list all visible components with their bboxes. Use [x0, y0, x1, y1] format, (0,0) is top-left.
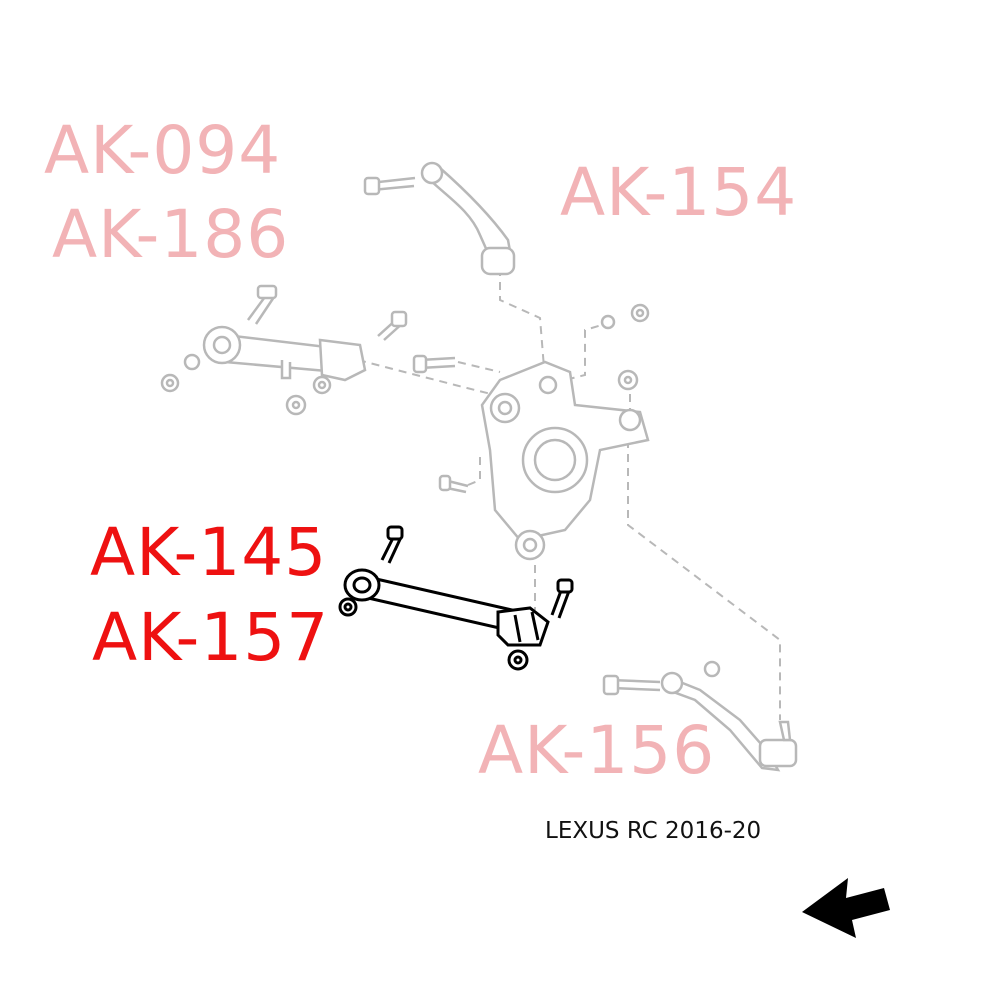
part-label-ak-145: AK-145 — [90, 514, 328, 591]
upper-control-arm — [363, 161, 516, 276]
lower-front-arm — [602, 660, 798, 772]
knuckle — [480, 360, 650, 561]
part-label-ak-094: AK-094 — [44, 112, 282, 189]
vehicle-model-label: LEXUS RC 2016-20 — [545, 818, 762, 844]
leader-lines — [357, 268, 781, 720]
arrow-left-down-icon — [802, 878, 890, 938]
upper-rear-arm — [202, 284, 408, 382]
hardware-nuts — [160, 303, 650, 494]
lower-rear-link-highlight — [338, 525, 574, 671]
part-label-ak-157: AK-157 — [92, 599, 330, 676]
part-label-ak-154: AK-154 — [560, 154, 798, 231]
part-label-ak-186: AK-186 — [52, 196, 290, 273]
part-label-ak-156: AK-156 — [478, 712, 716, 789]
